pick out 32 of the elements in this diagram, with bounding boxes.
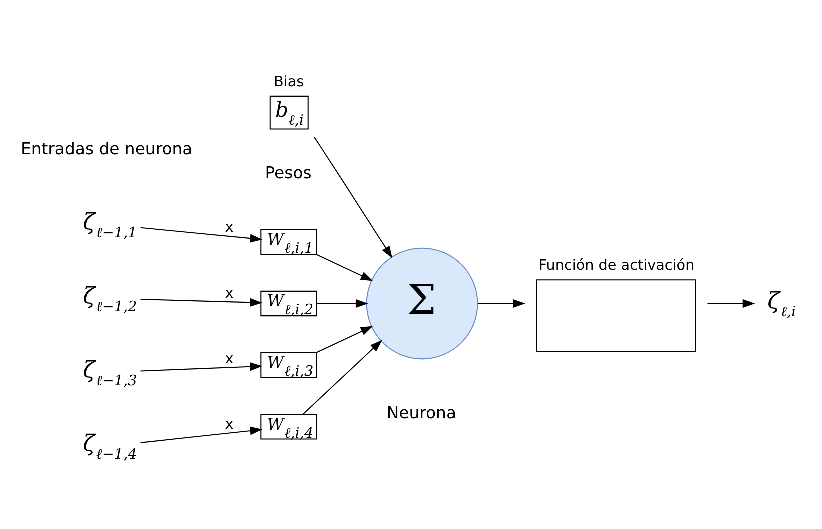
node-text: ζ$_{ℓ−1,2}$ <box>83 283 138 316</box>
node-text: ζ$_{ℓ−1,3}$ <box>83 357 138 390</box>
arrow <box>140 298 263 307</box>
edge-label: x <box>225 286 234 302</box>
label: Pesos <box>265 163 312 182</box>
node-box <box>536 280 696 352</box>
node-label: Bias <box>274 74 304 90</box>
edge-label: x <box>225 351 234 368</box>
node-box: W$_{ℓ,i,4}$ <box>260 414 318 440</box>
arrow <box>303 340 382 415</box>
node-text: ζ$_{ℓ,i}$ <box>768 288 796 320</box>
label: Neurona <box>386 404 457 423</box>
node-box: W$_{ℓ,i,2}$ <box>260 290 318 317</box>
arrow <box>708 299 756 308</box>
node-circle: Σ <box>366 248 478 360</box>
arrow <box>140 426 263 444</box>
arrow <box>316 299 368 308</box>
node-text: ζ$_{ℓ−1,1}$ <box>83 209 138 242</box>
node-box: b$_{ℓ,i}$ <box>270 96 309 130</box>
arrow <box>478 299 526 308</box>
edge-label: x <box>225 417 234 434</box>
arrow <box>316 254 374 282</box>
arrow <box>140 362 263 372</box>
arrow <box>140 227 263 243</box>
node-box: W$_{ℓ,i,3}$ <box>260 352 318 378</box>
edge-label: x <box>225 220 234 236</box>
arrow <box>314 137 393 259</box>
label: Entradas de neurona <box>20 140 193 159</box>
node-label: Función de activación <box>538 258 695 274</box>
node-box: W$_{ℓ,i,1}$ <box>260 229 318 255</box>
node-text: ζ$_{ℓ−1,4}$ <box>83 431 138 464</box>
arrow <box>316 326 374 354</box>
